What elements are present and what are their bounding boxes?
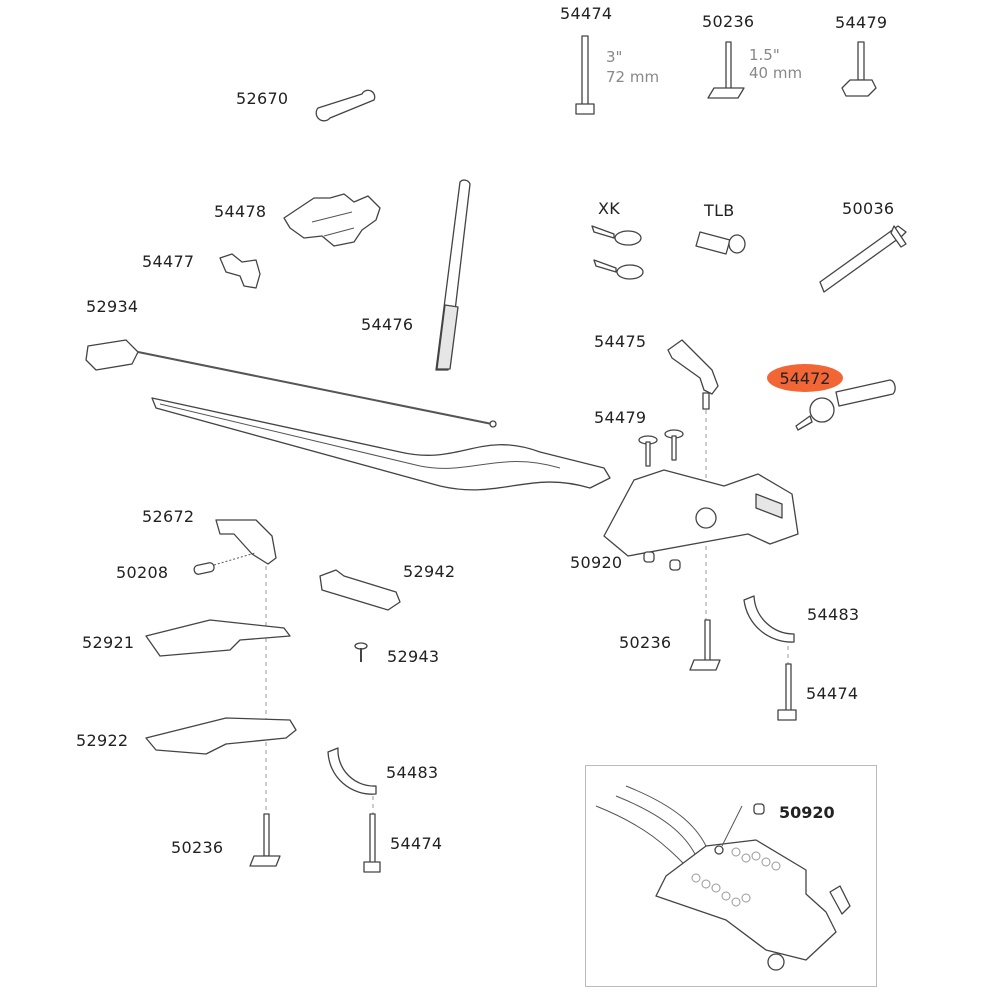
tool-54472[interactable] bbox=[795, 379, 896, 431]
detail-inset: 50920 bbox=[585, 765, 877, 987]
label-54472: 54472 bbox=[779, 368, 831, 388]
part-52670[interactable] bbox=[315, 89, 376, 122]
part-52942[interactable] bbox=[319, 569, 401, 611]
label-52672: 52672 bbox=[142, 507, 195, 526]
bolt-54474-left[interactable] bbox=[363, 813, 381, 873]
key-xk-2[interactable] bbox=[593, 259, 644, 280]
bolt-50236-left[interactable] bbox=[249, 813, 281, 867]
inset-label-50920: 50920 bbox=[779, 803, 835, 822]
label-50208: 50208 bbox=[116, 563, 169, 582]
label-54479-mid: 54479 bbox=[594, 408, 647, 427]
cable-52934[interactable] bbox=[85, 339, 497, 428]
bolt-54474-top[interactable] bbox=[575, 35, 595, 115]
label-52670: 52670 bbox=[236, 89, 289, 108]
label-52922: 52922 bbox=[76, 731, 129, 750]
inset-drawing bbox=[595, 785, 851, 971]
label-52942: 52942 bbox=[403, 562, 456, 581]
label-54477: 54477 bbox=[142, 252, 195, 271]
label-50236-top: 50236 bbox=[702, 12, 755, 31]
label-50036: 50036 bbox=[842, 199, 895, 218]
part-54478[interactable] bbox=[283, 193, 381, 247]
label-52921: 52921 bbox=[82, 633, 135, 652]
bolt-54479-mid-1[interactable] bbox=[638, 435, 658, 467]
label-50236-right: 50236 bbox=[619, 633, 672, 652]
label-50920-mid: 50920 bbox=[570, 553, 623, 572]
frame-52922[interactable] bbox=[145, 717, 297, 755]
bolt-54479-mid-2[interactable] bbox=[664, 429, 684, 461]
part-54475[interactable] bbox=[667, 339, 719, 410]
label-50236-left: 50236 bbox=[171, 838, 224, 857]
label-54483-left: 54483 bbox=[386, 763, 439, 782]
lock-cylinder-tlb[interactable] bbox=[695, 231, 746, 255]
label-54476: 54476 bbox=[361, 315, 414, 334]
label-xk: XK bbox=[598, 199, 621, 218]
clamp-54483-right[interactable] bbox=[743, 595, 795, 643]
bolt-50236-right[interactable] bbox=[689, 619, 721, 671]
plate-52921[interactable] bbox=[145, 619, 291, 657]
pin-50208[interactable] bbox=[193, 562, 215, 575]
inset-cap-hole bbox=[714, 845, 724, 855]
key-xk-1[interactable] bbox=[591, 225, 642, 246]
label-52934: 52934 bbox=[86, 297, 139, 316]
label-54474-top: 54474 bbox=[560, 4, 613, 23]
inset-cap-icon bbox=[753, 803, 765, 815]
part-54477[interactable] bbox=[219, 253, 261, 289]
label-52943: 52943 bbox=[387, 647, 440, 666]
label-54479-top: 54479 bbox=[835, 13, 888, 32]
hex-key-50036[interactable] bbox=[819, 225, 907, 293]
label-54474-left: 54474 bbox=[390, 834, 443, 853]
screw-52943[interactable] bbox=[354, 642, 368, 662]
label-54483-right: 54483 bbox=[807, 605, 860, 624]
cap-50920-1[interactable] bbox=[643, 551, 655, 563]
clamp-54483-left[interactable] bbox=[327, 747, 377, 795]
dim-54474-in: 3" bbox=[606, 48, 623, 66]
label-54472-highlighted[interactable]: 54472 bbox=[767, 364, 843, 392]
dim-50236-mm: 40 mm bbox=[749, 64, 803, 82]
dim-54474-mm: 72 mm bbox=[606, 68, 660, 86]
label-54474-right: 54474 bbox=[806, 684, 859, 703]
bolt-50236-top[interactable] bbox=[707, 41, 745, 99]
label-54478: 54478 bbox=[214, 202, 267, 221]
bolt-54474-right[interactable] bbox=[777, 663, 797, 721]
cap-50920-2[interactable] bbox=[669, 559, 681, 571]
main-rail[interactable] bbox=[151, 397, 611, 491]
wheel-holder-base[interactable] bbox=[603, 469, 799, 557]
part-52672[interactable] bbox=[215, 519, 277, 565]
strap-54476[interactable] bbox=[435, 179, 471, 371]
label-tlb: TLB bbox=[704, 201, 735, 220]
bolt-54479-top[interactable] bbox=[841, 41, 877, 97]
label-54475: 54475 bbox=[594, 332, 647, 351]
dim-50236-in: 1.5" bbox=[749, 46, 780, 64]
